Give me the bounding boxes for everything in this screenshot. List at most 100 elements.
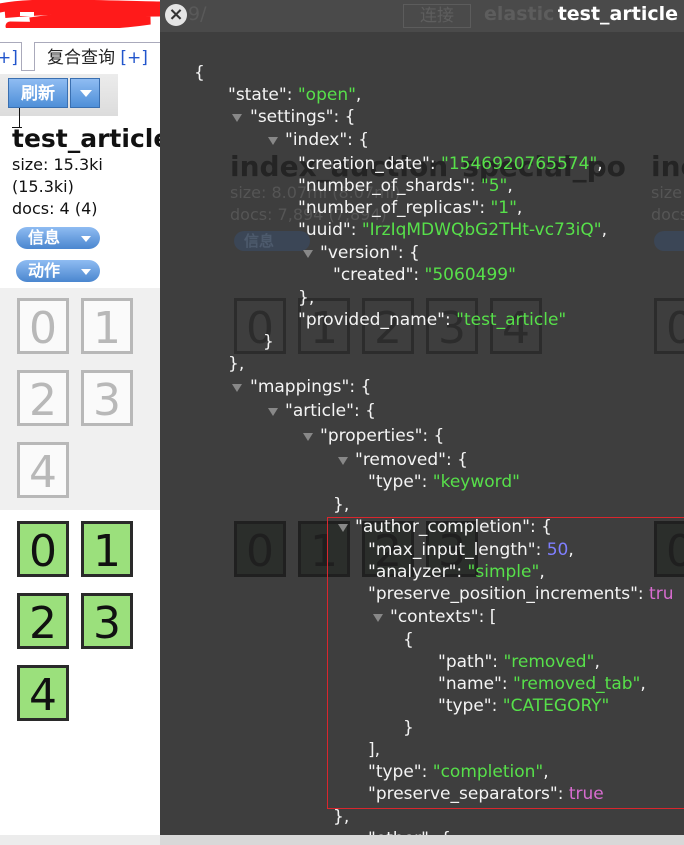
- shard-replica[interactable]: 0: [17, 298, 69, 354]
- json-line: "path": "removed",: [438, 652, 600, 672]
- json-punct: },: [333, 495, 350, 515]
- json-punct: }: [263, 332, 274, 352]
- modal-title: test_article: [557, 3, 678, 25]
- json-line: },: [298, 287, 314, 309]
- background-size-partial: size: [651, 183, 683, 202]
- json-viewer: { "state": "open", "settings": { "index"…: [160, 0, 684, 845]
- background-shard-primary: 0: [234, 521, 286, 577]
- refresh-dropdown-button[interactable]: [70, 78, 100, 108]
- json-key: "path": [438, 652, 493, 672]
- collapse-toggle-icon[interactable]: [338, 457, 348, 465]
- json-punct: {: [403, 630, 414, 650]
- json-string: "completion": [432, 762, 544, 782]
- json-line: },: [228, 353, 244, 375]
- json-line: "index": {: [285, 130, 370, 150]
- highlight-box: [327, 517, 684, 809]
- refresh-button[interactable]: 刷新: [8, 78, 68, 108]
- collapse-toggle-icon[interactable]: [303, 433, 313, 441]
- json-line: "creation_date": "1546920765574",: [298, 154, 603, 174]
- json-line: "mappings": {: [250, 377, 372, 397]
- background-index-name: index_auction_special_po: [230, 150, 626, 183]
- json-key: "uuid": [298, 220, 351, 240]
- shard-replica[interactable]: 1: [81, 298, 133, 354]
- background-info-button: 信息: [234, 231, 310, 251]
- json-line: ],: [368, 739, 380, 761]
- json-key: "preserve_position_increments": [368, 584, 638, 604]
- background-shard-primary: 0: [654, 521, 684, 577]
- shard-primary[interactable]: 0: [17, 521, 69, 577]
- json-key: "preserve_separators": [368, 784, 558, 804]
- index-size-total: (15.3ki): [12, 177, 74, 196]
- json-punct: {: [194, 63, 205, 83]
- collapse-toggle-icon[interactable]: [373, 614, 383, 622]
- shard-replica[interactable]: 4: [17, 442, 69, 498]
- background-index-name-partial: inc: [651, 150, 684, 183]
- shard-replica[interactable]: 2: [17, 370, 69, 426]
- collapse-toggle-icon[interactable]: [268, 137, 278, 145]
- index-docs: docs: 4 (4): [12, 199, 98, 218]
- json-punct: },: [298, 288, 315, 308]
- collapse-toggle-icon[interactable]: [303, 250, 313, 258]
- tab-compound-query-label: 复合查询: [47, 48, 115, 68]
- horizontal-scrollbar[interactable]: [160, 835, 684, 845]
- collapse-toggle-icon[interactable]: [232, 384, 242, 392]
- json-line: {: [403, 629, 414, 651]
- tab-add-button[interactable]: [+]: [120, 48, 148, 68]
- connector-line: [19, 108, 20, 128]
- tab-partial[interactable]: +]: [0, 42, 22, 71]
- collapse-toggle-icon[interactable]: [232, 114, 242, 122]
- json-punct: },: [228, 354, 245, 374]
- info-dropdown-button[interactable]: 信息: [16, 227, 100, 249]
- background-info-button-partial: [654, 231, 684, 251]
- json-line: "settings": {: [250, 107, 356, 127]
- json-key: "settings": [250, 107, 334, 127]
- horizontal-scrollbar-left[interactable]: [0, 835, 160, 845]
- connector-line-foot: [12, 127, 22, 128]
- shard-replica[interactable]: 3: [81, 370, 133, 426]
- json-punct: }: [403, 718, 414, 738]
- json-string: "test_article": [456, 310, 567, 330]
- json-key: "created": [333, 265, 414, 285]
- background-shard-primary: 3: [426, 521, 478, 577]
- json-line: "max_input_length": 50,: [368, 540, 574, 560]
- json-modal: index_auction_special_po size: 8.07mi (8…: [160, 0, 684, 845]
- background-index-docs: docs: 7,894 (7,894): [230, 205, 387, 224]
- tab-compound-query[interactable]: 复合查询 [+]: [34, 42, 160, 71]
- collapse-toggle-icon[interactable]: [338, 524, 348, 532]
- collapse-toggle-icon[interactable]: [268, 408, 278, 416]
- json-string: "keyword": [432, 472, 520, 492]
- json-punct: ],: [368, 740, 381, 760]
- index-name[interactable]: test_article: [12, 124, 160, 153]
- json-key: "analyzer": [368, 562, 457, 582]
- json-key: "creation_date": [298, 154, 430, 174]
- close-icon[interactable]: ×: [165, 4, 187, 26]
- background-shard-primary: 1: [298, 521, 350, 577]
- background-shard: 3: [426, 298, 478, 354]
- json-line: },: [333, 806, 349, 828]
- shard-primary[interactable]: 2: [17, 593, 69, 649]
- shard-primary[interactable]: 3: [81, 593, 133, 649]
- shard-primary[interactable]: 1: [81, 521, 133, 577]
- shard-primary[interactable]: 4: [17, 665, 69, 721]
- tab-strip: +] 复合查询 [+]: [0, 36, 160, 71]
- cluster-overview-panel: +] 复合查询 [+] 刷新 test_article size: 15.3ki…: [0, 0, 160, 845]
- json-string: "removed": [503, 652, 595, 672]
- json-line: "type": "completion",: [368, 762, 549, 782]
- json-line: "preserve_separators": true: [368, 784, 604, 804]
- json-key: "provided_name": [298, 310, 445, 330]
- json-line: "removed": {: [355, 450, 468, 470]
- json-string: "5": [480, 176, 508, 196]
- index-size: size: 15.3ki: [12, 155, 103, 174]
- json-line: },: [333, 494, 349, 516]
- json-string: "CATEGORY": [502, 696, 610, 716]
- json-string: "removed_tab": [513, 674, 641, 694]
- actions-dropdown-button[interactable]: 动作: [16, 260, 100, 282]
- json-line: "author_completion": {: [355, 517, 552, 537]
- json-string: "1": [490, 198, 517, 218]
- json-line: "version": {: [320, 243, 420, 263]
- toolbar: 刷新: [0, 74, 118, 116]
- json-key: "properties": [320, 426, 423, 446]
- json-key: "type": [368, 762, 422, 782]
- json-key: "number_of_replicas": [298, 198, 480, 218]
- json-boolean: tru: [649, 584, 674, 604]
